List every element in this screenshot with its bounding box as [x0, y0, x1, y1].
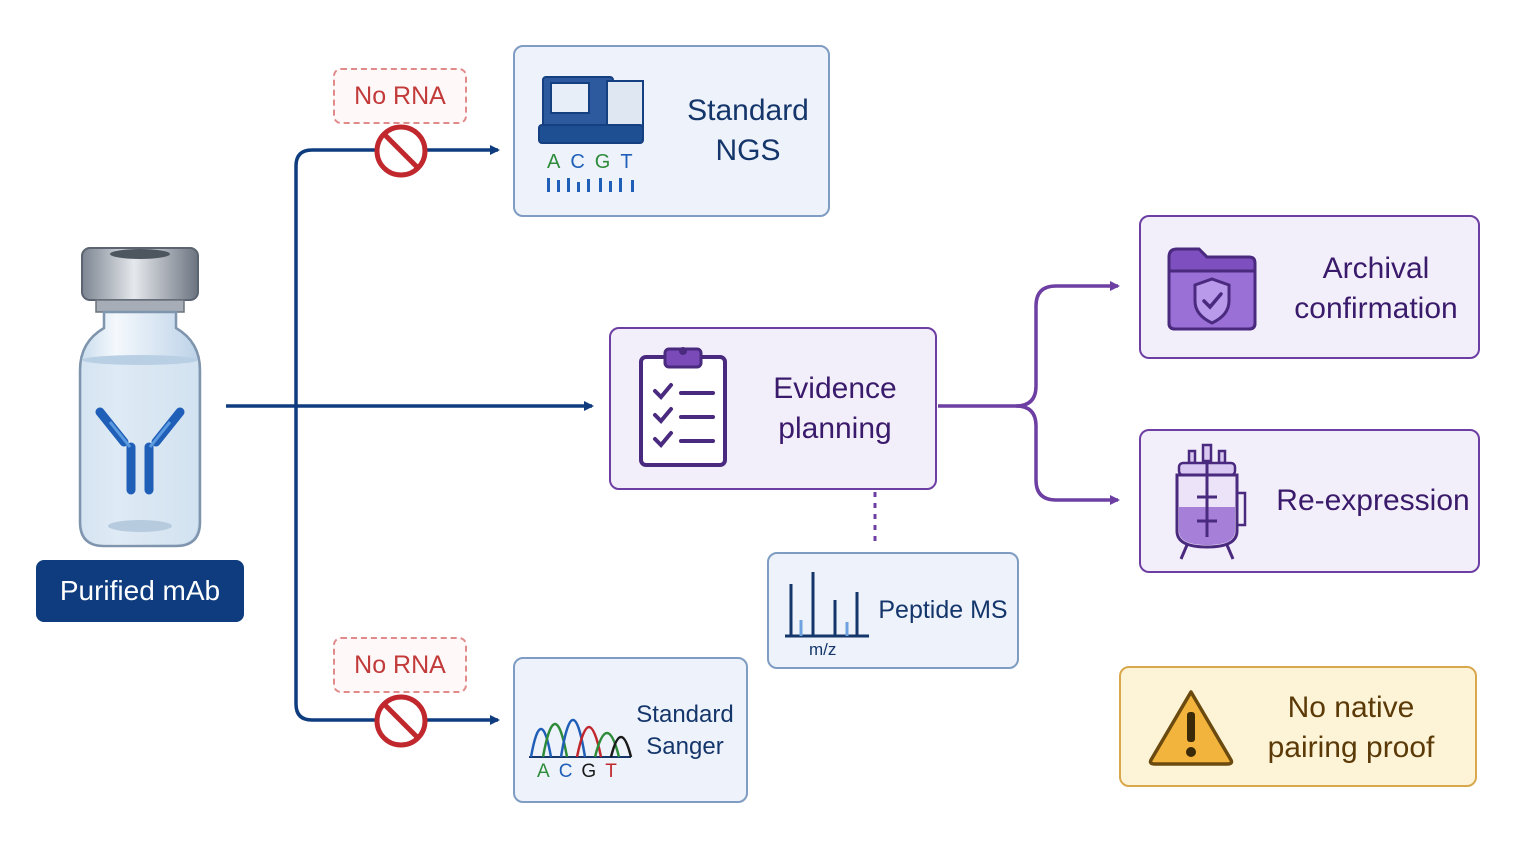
shield-folder-icon [1167, 247, 1257, 331]
blocked-label-ngs: No RNA [333, 68, 467, 124]
no-entry-icon [374, 694, 428, 748]
mass-spectrum-icon [785, 572, 869, 638]
chromatogram-icon [529, 719, 633, 758]
source-label: Purified mAb [36, 560, 244, 622]
ngs-bases: ACGT [547, 151, 643, 173]
ms-axis-label: m/z [809, 640, 837, 659]
arrow-to-archival [938, 281, 1120, 408]
bioreactor-icon [1175, 443, 1247, 560]
reexpression-title: Re-expression [1276, 484, 1470, 517]
checklist-clipboard-icon [639, 347, 727, 467]
branch-trunk [294, 145, 500, 167]
reexpression-box[interactable]: Re-expression [1139, 429, 1480, 573]
sanger-bases: ACGT [537, 761, 626, 782]
peptide-ms-box[interactable]: m/z Peptide MS [767, 552, 1019, 669]
no-entry-icon [374, 124, 428, 178]
sequencer-icon [538, 76, 644, 192]
vial-antibody-icon [78, 247, 202, 548]
arrow-to-sanger [294, 703, 500, 725]
arrow-to-reexpression [1015, 404, 1120, 505]
blocked-label-sanger: No RNA [333, 637, 467, 693]
peptide-ms-title: Peptide MS [878, 596, 1008, 624]
warning-triangle-icon [1148, 690, 1234, 766]
